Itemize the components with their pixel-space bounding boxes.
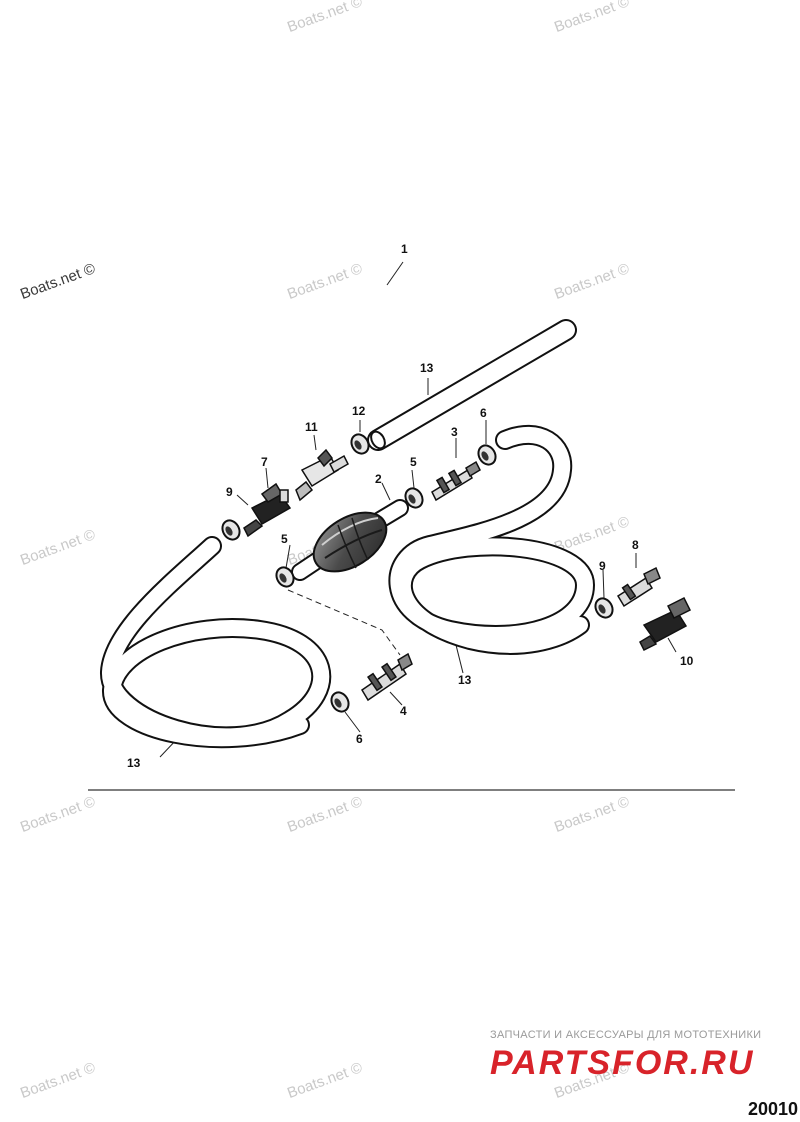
callout-12: 12	[352, 404, 366, 418]
callout-5-upper: 5	[410, 455, 417, 469]
callout-2: 2	[375, 472, 382, 486]
right-coiled-hose	[388, 424, 595, 655]
connector-10	[639, 596, 692, 652]
callout-13-left: 13	[127, 756, 141, 770]
callout-6-lower: 6	[356, 732, 363, 746]
callout-3: 3	[451, 425, 458, 439]
figure-number: 20010	[747, 1099, 798, 1119]
clamp-12	[350, 433, 370, 455]
callout-7: 7	[261, 455, 268, 469]
connector-7	[243, 482, 292, 538]
engine-connector-11	[295, 448, 349, 502]
fitting-3	[431, 460, 481, 502]
clamp-6-lower	[330, 691, 350, 713]
left-coiled-hose	[100, 536, 332, 749]
callout-1: 1	[401, 242, 408, 256]
callout-13-top: 13	[420, 361, 434, 375]
connection-dashed-line	[287, 589, 401, 656]
callout-6-upper: 6	[480, 406, 487, 420]
callout-11: 11	[305, 420, 318, 434]
brand-logo: PARTSFOR.RU	[490, 1044, 754, 1082]
clamp-5-lower	[275, 566, 295, 588]
brand-tagline: ЗАПЧАСТИ И АКСЕССУАРЫ ДЛЯ МОТОТЕХНИКИ	[490, 1029, 762, 1041]
fitting-4	[360, 652, 413, 702]
leader-lines	[159, 261, 677, 758]
callout-13-right: 13	[458, 673, 472, 687]
callout-5-lower: 5	[281, 532, 288, 546]
fitting-8	[616, 566, 661, 608]
clamp-5-upper	[404, 487, 424, 509]
callout-4: 4	[400, 704, 407, 718]
svg-text:PARTSFOR.RU: PARTSFOR.RU	[490, 1044, 754, 1082]
straight-hose	[367, 319, 577, 451]
clamp-6-upper	[477, 444, 497, 466]
clamp-9-right	[594, 597, 614, 619]
primer-bulb	[291, 499, 409, 581]
callout-8: 8	[632, 538, 639, 552]
callout-9-left: 9	[226, 485, 233, 499]
callout-9-right: 9	[599, 559, 606, 573]
callout-10: 10	[680, 654, 694, 668]
clamp-9-left	[221, 519, 241, 541]
